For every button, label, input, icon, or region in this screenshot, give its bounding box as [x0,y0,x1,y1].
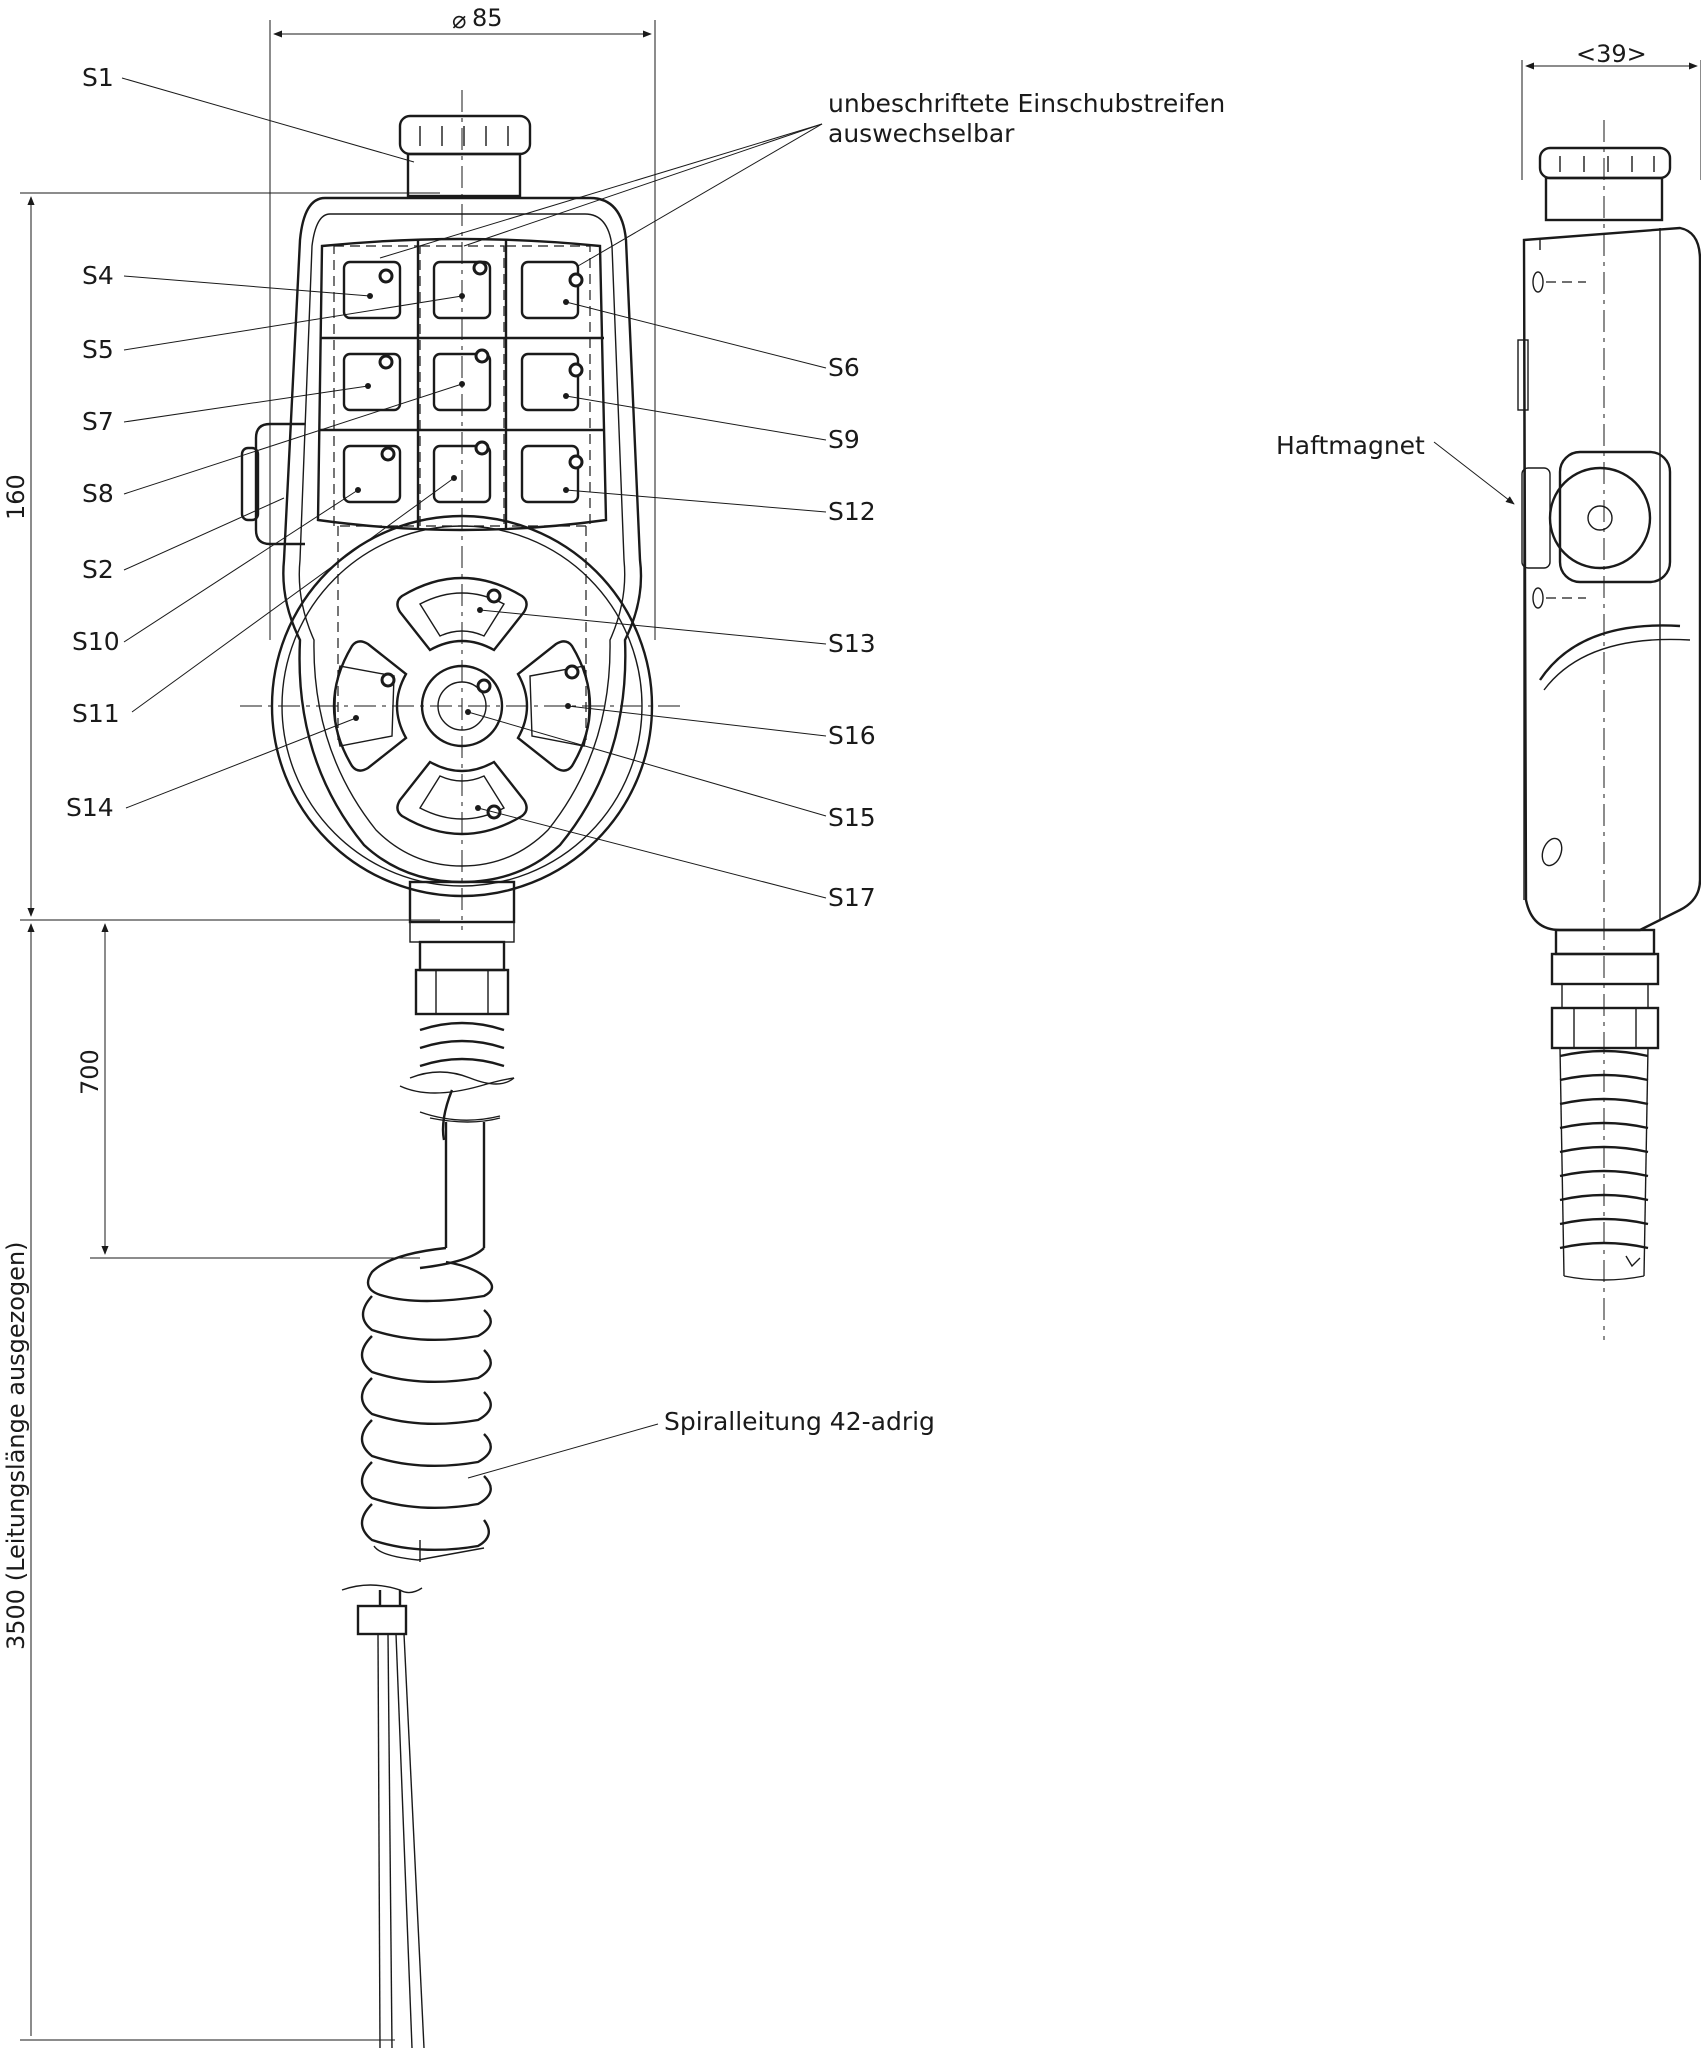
label-s14: S14 [66,793,114,822]
diameter-value: 85 [472,4,503,32]
label-s15: S15 [828,803,876,832]
label-s17: S17 [828,883,876,912]
label-s6: S6 [828,353,860,382]
dimension-height: 160 [2,192,440,921]
cable-gland-front [408,880,516,1085]
key-s8 [432,348,492,412]
key-s4 [342,260,402,320]
label-s8: S8 [82,479,114,508]
cable-label: Spiralleitung 42-adrig [664,1407,935,1436]
insert-strips-label-line2: auswechselbar [828,119,1015,148]
label-s10: S10 [72,627,120,656]
height-value: 160 [2,474,30,520]
labels: S1 S4 S5 S7 S8 S2 S10 S11 S14 S6 S9 S12 … [66,63,1425,1436]
depth-value: <39> [1576,40,1647,68]
label-s12: S12 [828,497,876,526]
cable-length-value: 3500 (Leitungslänge ausgezogen) [2,1241,30,1650]
dimension-depth: <39> [1521,40,1701,180]
cable-segment-value: 700 [76,1049,104,1095]
label-s9: S9 [828,425,860,454]
dpad-left-s14 [332,640,408,772]
label-s7: S7 [82,407,114,436]
key-s9 [520,352,584,412]
front-view [240,90,680,1085]
insert-strips-label-line1: unbeschriftete Einschubstreifen [828,89,1225,118]
label-s2: S2 [82,555,114,584]
s2-side-button [240,422,305,546]
key-s6 [520,260,584,320]
key-s5 [432,260,492,320]
label-s1: S1 [82,63,114,92]
dimension-cable-length: 3500 (Leitungslänge ausgezogen) [2,923,395,2041]
dimension-cable-segment: 700 [76,923,420,1259]
coiled-cable [341,1077,515,2048]
leader-lines [121,77,1515,1479]
diameter-symbol: ⌀ [452,6,466,34]
dpad-right-s16 [516,640,592,772]
label-s13: S13 [828,629,876,658]
key-s7 [342,352,402,412]
label-s5: S5 [82,335,114,364]
dpad-center-s15 [420,664,504,748]
s1-knob [398,114,532,198]
label-s16: S16 [828,721,876,750]
key-s10 [342,444,402,504]
magnet-label: Haftmagnet [1276,431,1425,460]
side-view [1517,120,1701,1340]
dimension-diameter: ⌀ 85 [269,4,656,640]
dpad-up-s13 [396,576,528,652]
label-s11: S11 [72,699,120,728]
key-s12 [520,444,584,504]
key-s11 [432,440,492,504]
label-s4: S4 [82,261,114,290]
